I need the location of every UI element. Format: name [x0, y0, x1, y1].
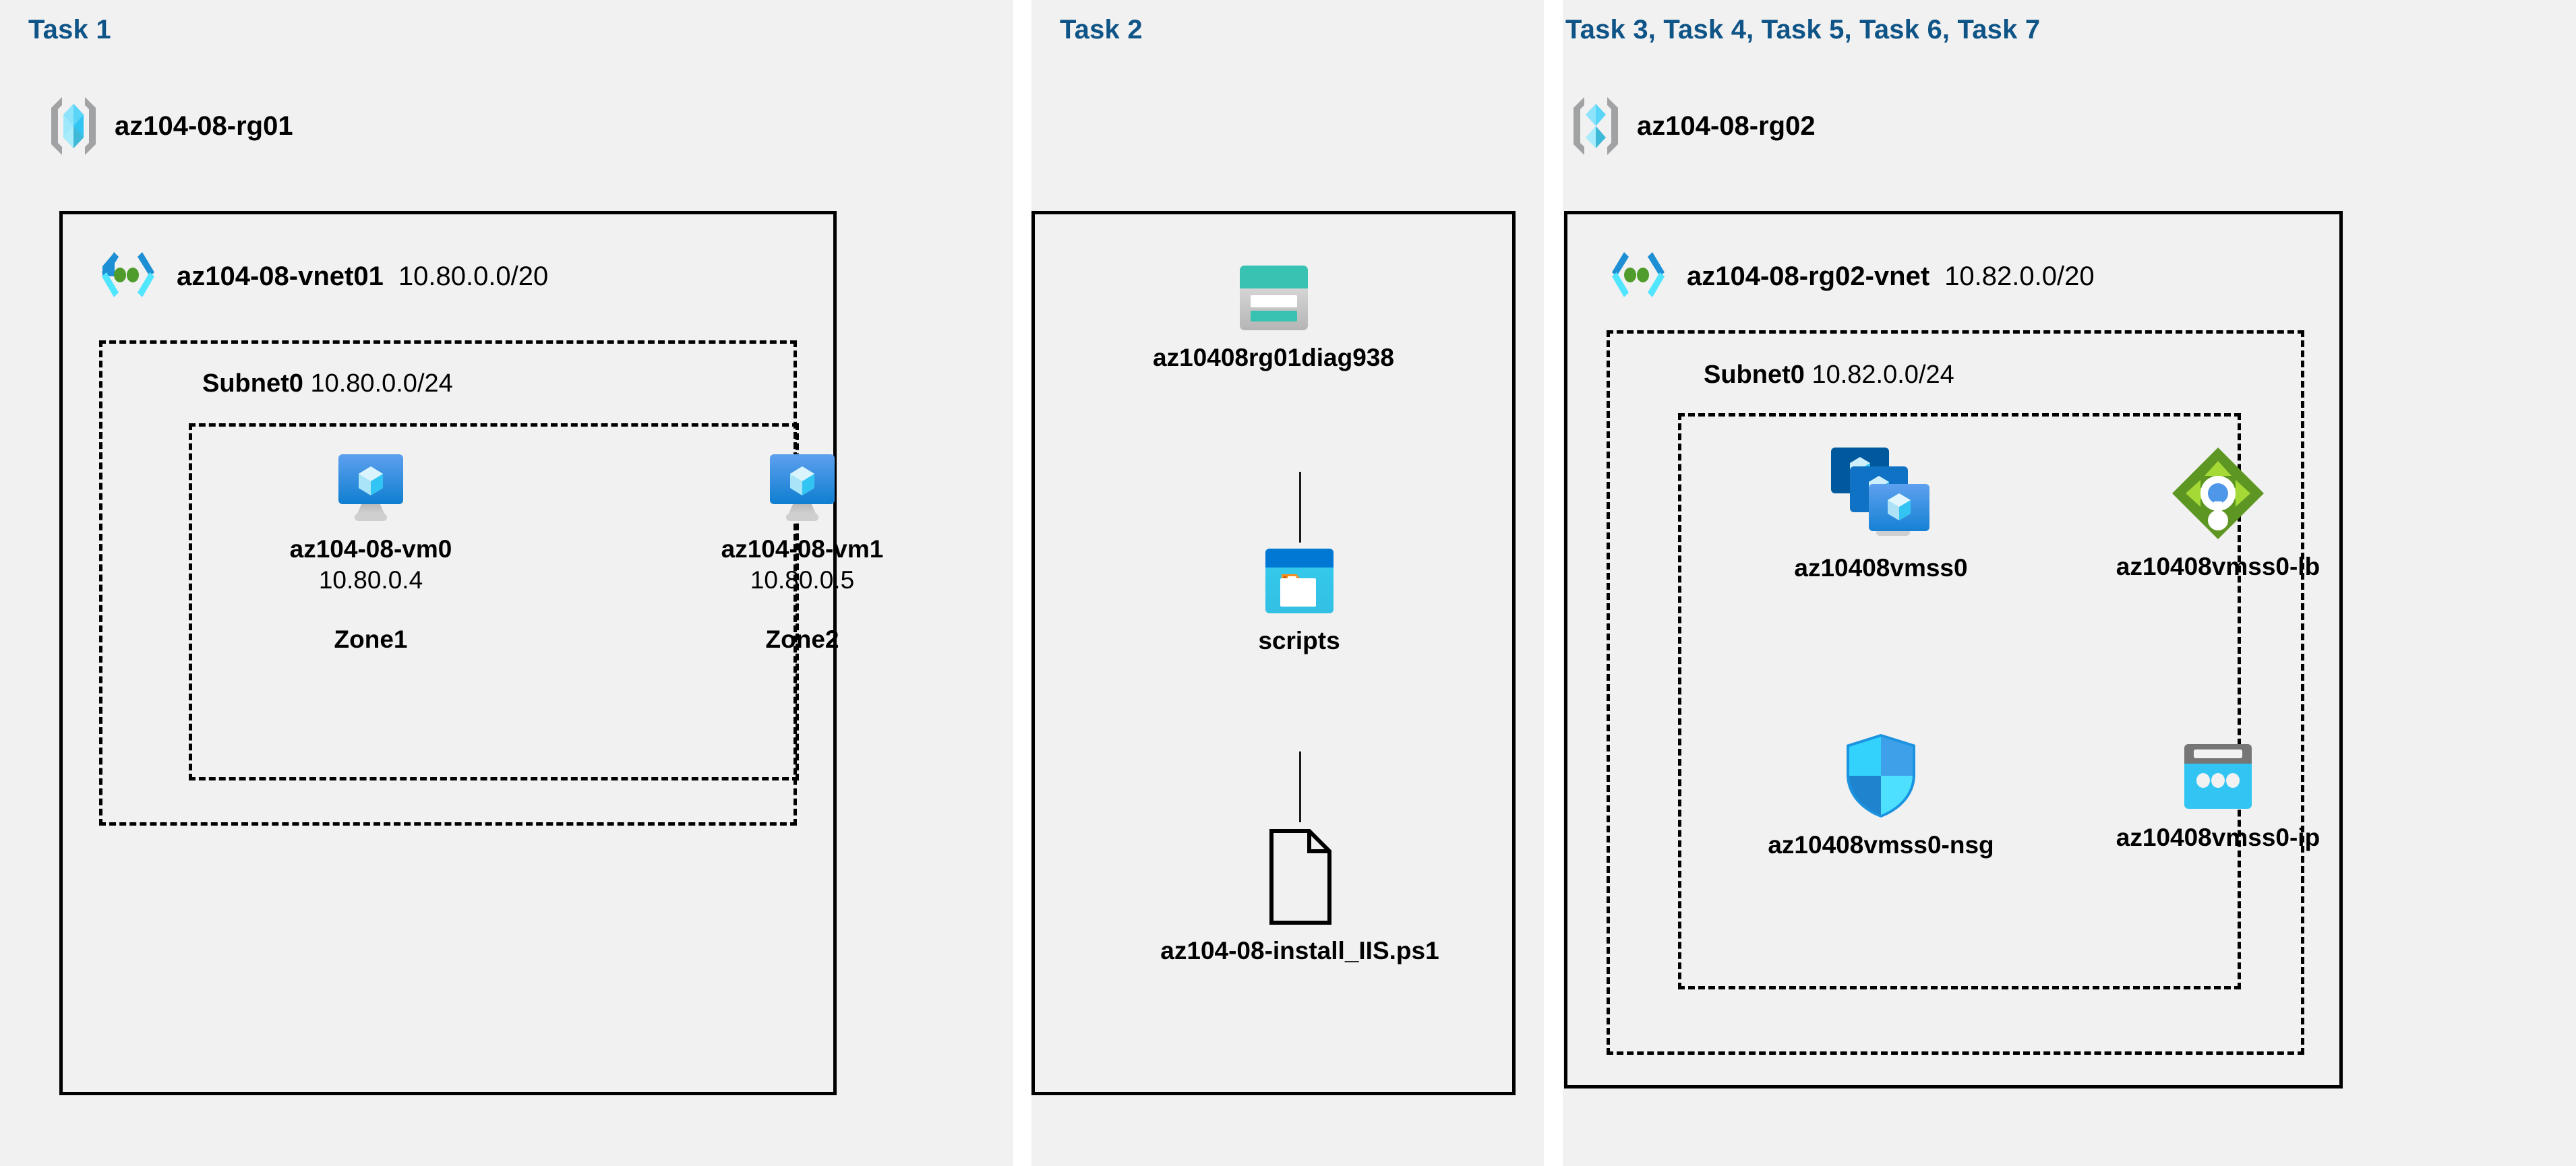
subnet-label-panel-1: Subnet0 10.80.0.0/24	[202, 369, 453, 398]
subnet-box-panel-3	[1607, 330, 2304, 1055]
virtual-machine-icon	[765, 452, 840, 524]
task2-box	[1031, 211, 1516, 1095]
vnet-cidr: 10.82.0.0/20	[1944, 261, 2095, 291]
vnet-box-panel-1	[59, 211, 837, 1095]
vnet-header-rg02-vnet: az104-08-rg02-vnet 10.82.0.0/20	[1605, 248, 2095, 305]
load-balancer-icon	[2169, 445, 2267, 542]
node-label: scripts	[1258, 627, 1340, 654]
node-blob-container[interactable]: scripts	[1205, 546, 1394, 655]
subnet-box-panel-1	[99, 340, 797, 826]
panel-task-3-7	[1563, 0, 2576, 1166]
node-zone: Zone1	[334, 625, 408, 653]
vm-scale-set-icon	[1827, 445, 1935, 543]
resource-group-icon	[47, 94, 100, 158]
zone-box-panel-1	[189, 423, 799, 780]
public-ip-address-icon	[2180, 741, 2256, 813]
node-label: az10408vmss0	[1794, 554, 1968, 582]
subnet-cidr: 10.80.0.0/24	[310, 369, 453, 398]
subnet-name: Subnet0	[202, 369, 303, 398]
resource-group-icon	[1569, 94, 1622, 158]
node-load-balancer[interactable]: az10408vmss0-lb	[2076, 445, 2360, 581]
node-script-file[interactable]: az104-08-install_IIS.ps1	[1084, 828, 1516, 965]
node-vm0[interactable]: az104-08-vm0 10.80.0.4 Zone1	[263, 452, 479, 654]
storage-account-icon	[1236, 263, 1312, 333]
node-zone: Zone2	[765, 625, 839, 653]
node-vmss[interactable]: az10408vmss0	[1739, 445, 2023, 582]
resource-group-name: az104-08-rg01	[115, 111, 293, 141]
subnet-label-panel-3: Subnet0 10.82.0.0/24	[1704, 361, 1954, 390]
node-public-ip[interactable]: az10408vmss0-ip	[2076, 741, 2360, 852]
task-1-title: Task 1	[28, 15, 111, 44]
resource-group-name: az104-08-rg02	[1637, 111, 1816, 141]
node-label: az104-08-vm0	[289, 535, 452, 563]
task-3-7-title: Task 3, Task 4, Task 5, Task 6, Task 7	[1565, 15, 2041, 44]
blob-container-icon	[1261, 546, 1338, 616]
node-ip: 10.80.0.5	[750, 566, 855, 594]
node-label: az104-08-install_IIS.ps1	[1160, 937, 1439, 964]
node-label: az10408vmss0-ip	[2116, 824, 2320, 851]
virtual-network-icon	[94, 248, 162, 305]
inner-resources-box-panel-3	[1678, 413, 2241, 989]
vnet-name: az104-08-rg02-vnet	[1687, 261, 1930, 291]
connector-storage-to-container	[1299, 472, 1301, 543]
node-network-security-group[interactable]: az10408vmss0-nsg	[1739, 731, 2023, 859]
resource-group-header-rg01: az104-08-rg01	[47, 94, 293, 158]
network-security-group-icon	[1841, 731, 1921, 820]
resource-group-header-rg02: az104-08-rg02	[1569, 94, 1816, 158]
task-2-title: Task 2	[1060, 15, 1143, 44]
virtual-network-icon	[1605, 248, 1672, 305]
node-storage-account[interactable]: az10408rg01diag938	[1145, 263, 1402, 372]
subnet-name: Subnet0	[1704, 361, 1805, 389]
node-ip: 10.80.0.4	[318, 566, 423, 594]
node-label: az10408rg01diag938	[1153, 344, 1394, 371]
node-label: az10408vmss0-lb	[2116, 553, 2320, 580]
subnet-cidr: 10.82.0.0/24	[1811, 361, 1954, 389]
virtual-machine-icon	[333, 452, 409, 524]
vnet-box-panel-3	[1564, 211, 2343, 1088]
vnet-name: az104-08-vnet01	[177, 261, 384, 291]
node-label: az10408vmss0-nsg	[1768, 831, 1994, 859]
vnet-cidr: 10.80.0.0/20	[398, 261, 549, 291]
connector-container-to-file	[1299, 751, 1301, 822]
node-vm1[interactable]: az104-08-vm1 10.80.0.5 Zone2	[694, 452, 910, 654]
panel-task-1	[0, 0, 1013, 1166]
node-label: az104-08-vm1	[721, 535, 884, 563]
file-document-icon	[1267, 828, 1333, 926]
vnet-header-vnet01: az104-08-vnet01 10.80.0.0/20	[94, 248, 548, 305]
